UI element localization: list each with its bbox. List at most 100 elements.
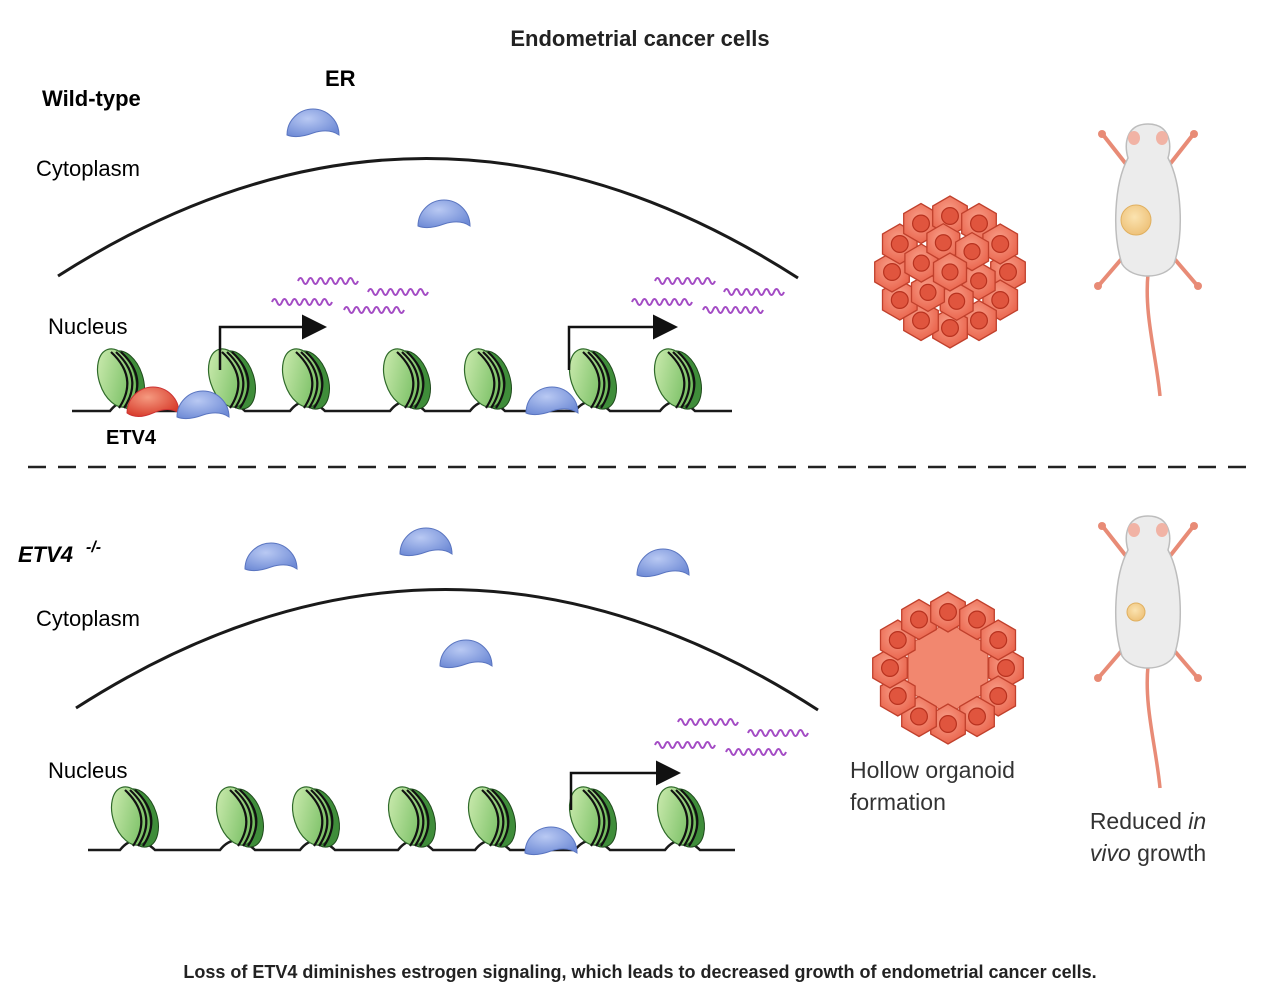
cell	[982, 223, 1019, 265]
cytoplasm-label: Cytoplasm	[36, 156, 140, 181]
nucleosome	[463, 348, 512, 410]
growth-label-italic2: vivo	[1090, 840, 1131, 866]
er-protein	[244, 542, 298, 572]
organoid-hollow	[872, 591, 1024, 745]
mouse-ear	[1156, 131, 1168, 145]
growth-label-line2: vivo growth	[1090, 840, 1206, 866]
organoid-label-line2: formation	[850, 789, 946, 815]
nucleosome	[110, 786, 159, 848]
mouse-paw	[1190, 522, 1198, 530]
cell	[939, 281, 974, 322]
nucleosome	[215, 786, 264, 848]
mrna-strand	[702, 306, 764, 314]
mouse-paw	[1194, 674, 1202, 682]
transcription-arrow	[569, 760, 681, 810]
genotype-superscript: -/-	[86, 539, 101, 556]
genotype-label: Wild-type	[42, 86, 141, 111]
mrna-cluster	[654, 718, 809, 756]
cell	[980, 619, 1017, 661]
mouse-paw	[1094, 282, 1102, 290]
mouse	[1094, 515, 1202, 789]
mouse-forelimb	[1168, 134, 1194, 166]
mouse-body	[1115, 123, 1181, 277]
nucleosome	[387, 786, 436, 848]
cell	[959, 598, 995, 641]
nucleus-label: Nucleus	[48, 758, 127, 783]
nucleosome	[656, 786, 705, 848]
nucleosome-group	[96, 348, 702, 410]
er-protein	[417, 199, 471, 229]
cytoplasm-label: Cytoplasm	[36, 606, 140, 631]
nucleosome	[568, 786, 617, 848]
mrna-strand	[343, 306, 405, 314]
mouse-ear	[1156, 523, 1168, 537]
panel-wild-type: Wild-type ER Cytoplasm Nucleus ETV4	[36, 66, 1202, 449]
mrna-strand	[271, 298, 333, 306]
figure-title: Endometrial cancer cells	[510, 26, 769, 51]
er-protein	[524, 826, 578, 856]
mrna-strand	[723, 288, 785, 296]
mrna-strand	[654, 741, 716, 749]
mrna-strand	[654, 277, 716, 285]
transcription-arrow	[567, 314, 678, 370]
mrna-strand	[725, 748, 787, 756]
nuclear-membrane	[57, 157, 799, 280]
etv4-label: ETV4	[106, 427, 157, 449]
figure-caption: Loss of ETV4 diminishes estrogen signali…	[183, 962, 1096, 982]
nucleosome	[653, 348, 702, 410]
nucleosome-group	[110, 786, 705, 848]
er-protein	[636, 548, 690, 578]
nucleosome	[207, 348, 256, 410]
transcription-arrow	[218, 314, 327, 370]
nucleosome	[291, 786, 340, 848]
mrna-strand	[747, 729, 809, 737]
nucleosome	[96, 348, 145, 410]
mrna-strand	[367, 288, 429, 296]
organoid-label-line1: Hollow organoid	[850, 757, 1015, 783]
mouse-ear	[1128, 523, 1140, 537]
er-protein	[176, 390, 230, 420]
mouse-paw	[1098, 522, 1106, 530]
mouse-paw	[1094, 674, 1102, 682]
er-label: ER	[325, 66, 356, 91]
mouse-tail	[1145, 273, 1162, 397]
er-protein	[525, 386, 579, 416]
growth-label-line1: Reduced in	[1090, 808, 1206, 834]
mouse-paw	[1098, 130, 1106, 138]
mouse-body	[1115, 515, 1181, 669]
cell	[932, 252, 968, 292]
mrna-strand	[631, 298, 693, 306]
mrna-cluster	[271, 277, 785, 314]
cell	[901, 598, 937, 641]
mouse-tail	[1145, 665, 1162, 789]
growth-label-post: growth	[1131, 840, 1206, 866]
panel-etv4-knockout: ETV4 -/- Cytoplasm Nucleus Hollow organo…	[18, 515, 1206, 866]
mouse-hindlimb	[1170, 254, 1198, 286]
nucleosome	[568, 348, 617, 410]
mouse-hindlimb	[1098, 646, 1126, 678]
er-protein	[286, 108, 340, 138]
growth-label-pre: Reduced	[1090, 808, 1188, 834]
genotype-label: ETV4	[18, 542, 73, 567]
growth-label-italic1: in	[1188, 808, 1206, 834]
er-protein	[439, 639, 493, 669]
mouse-hindlimb	[1098, 254, 1126, 286]
cell	[930, 703, 966, 745]
er-protein	[399, 527, 453, 557]
mouse-tumor	[1126, 602, 1146, 622]
cell	[926, 222, 961, 263]
cell	[959, 695, 995, 738]
mouse-forelimb	[1102, 134, 1128, 166]
mrna-strand	[677, 718, 739, 726]
mouse-paw	[1194, 282, 1202, 290]
organoid-solid	[874, 195, 1026, 349]
mrna-strand	[297, 277, 359, 285]
mouse-hindlimb	[1170, 646, 1198, 678]
nucleosome	[281, 348, 330, 410]
mouse-paw	[1190, 130, 1198, 138]
nucleosome	[467, 786, 516, 848]
mouse	[1094, 123, 1202, 397]
mouse-forelimb	[1102, 526, 1128, 558]
